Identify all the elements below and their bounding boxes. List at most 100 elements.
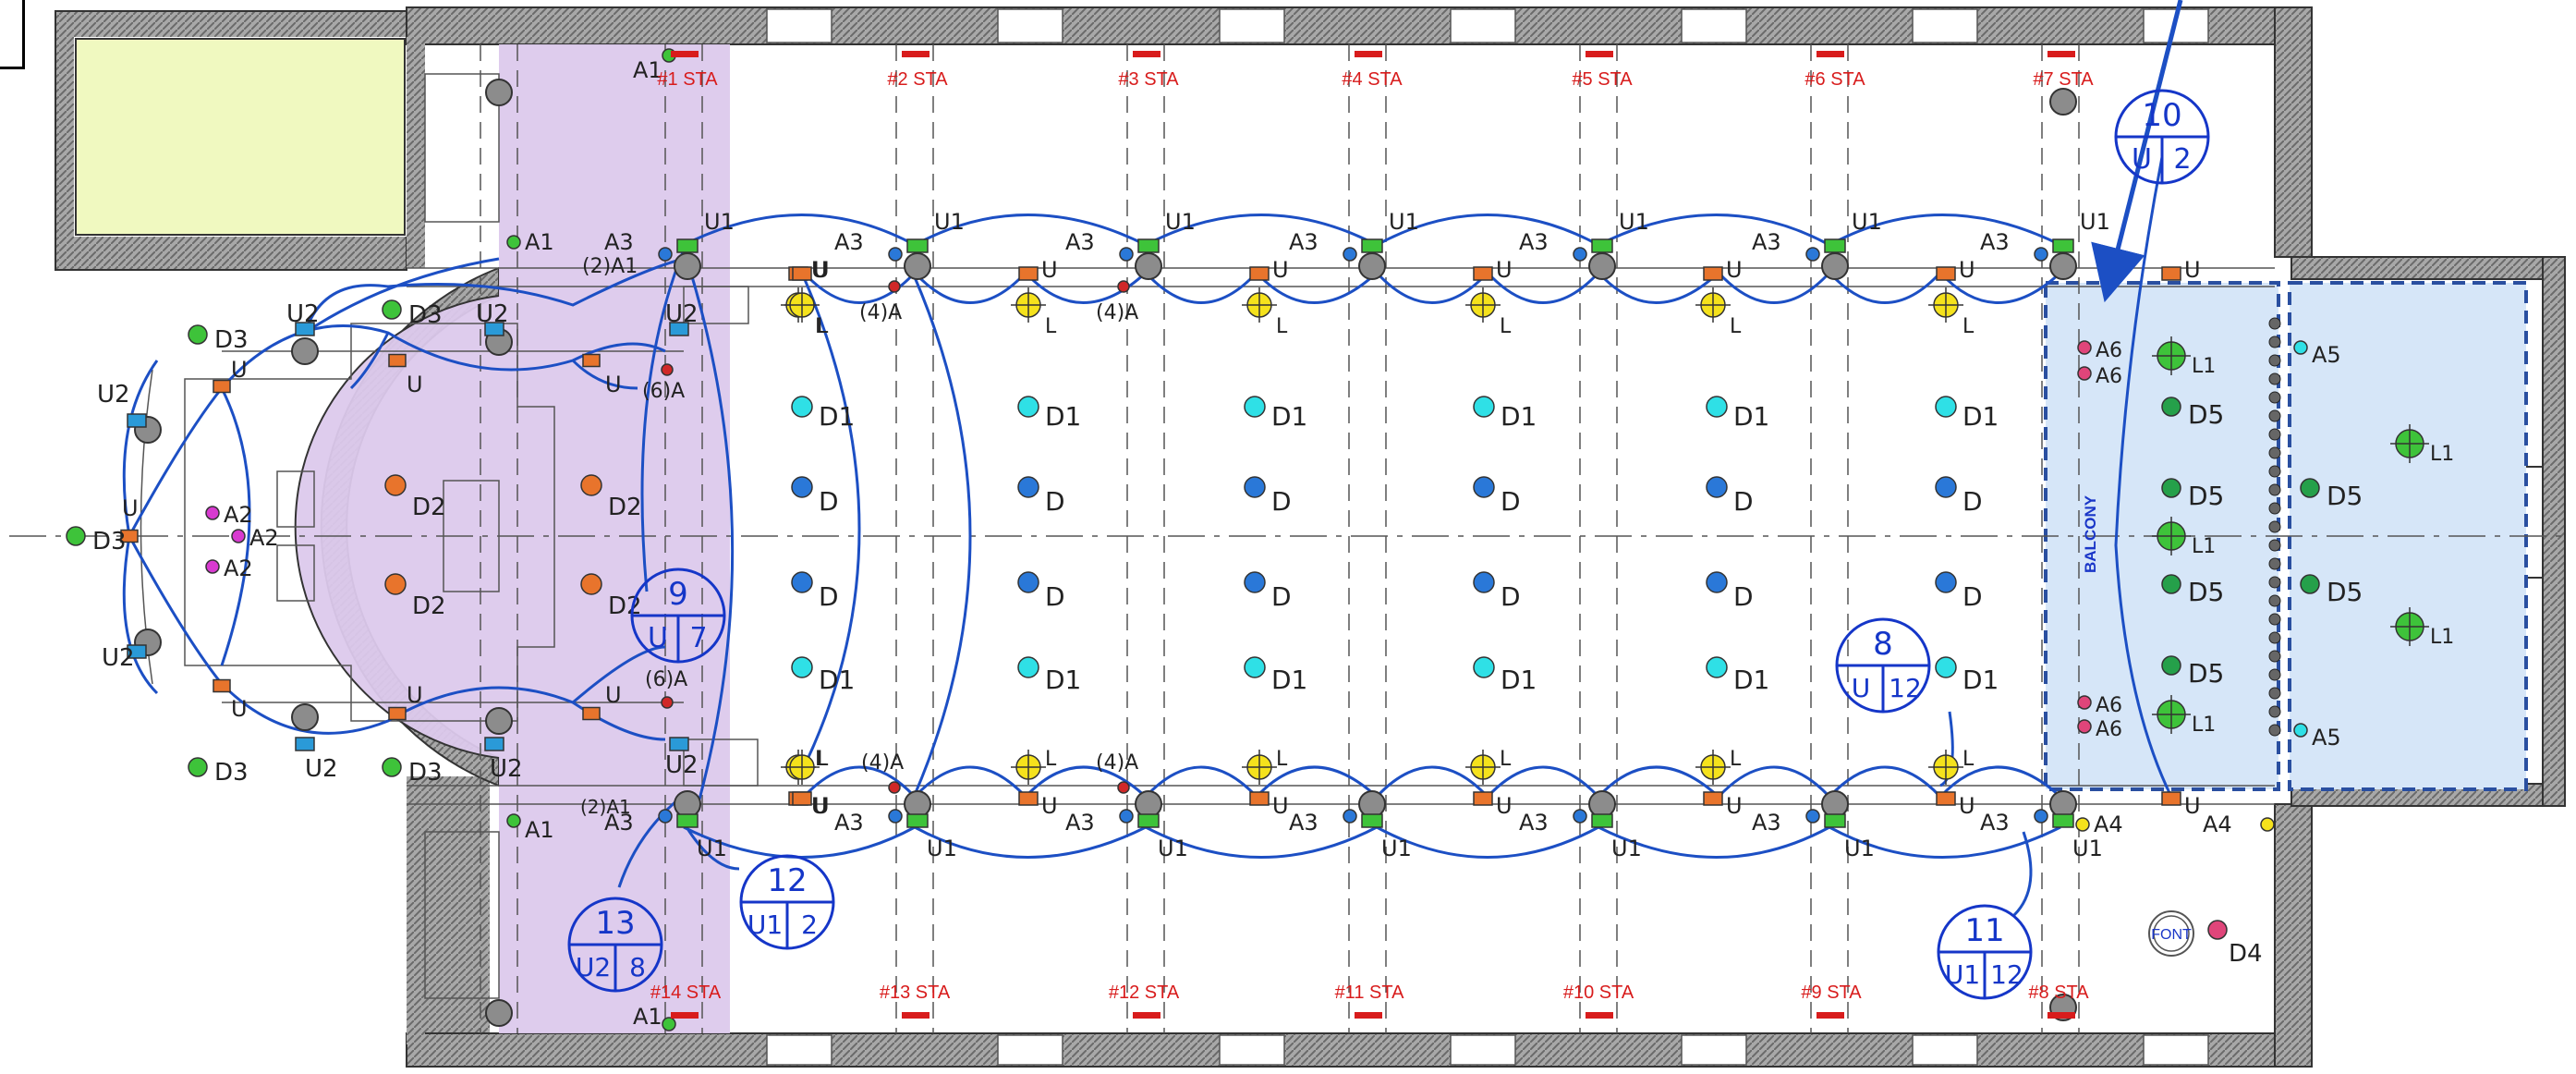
- a-fixture: [1117, 280, 1130, 293]
- a3-fixture: [1805, 247, 1820, 262]
- d-fixture: [1244, 476, 1266, 498]
- u1-box: [676, 238, 699, 253]
- u-box: [2161, 266, 2181, 281]
- circuit-tag-13-right: 8: [629, 952, 646, 982]
- fixture-label: A3: [1065, 229, 1095, 255]
- l-fixture: [1011, 287, 1046, 323]
- fixture-label: U: [1272, 257, 1289, 283]
- fixture-label: (2)A1: [580, 796, 631, 818]
- column: [674, 252, 701, 280]
- u-box: [213, 678, 231, 693]
- a3-fixture: [888, 247, 903, 262]
- rail-post: [2268, 428, 2281, 441]
- circuit-tag-13-left: U2: [576, 952, 611, 982]
- station-label-bottom-10: #10 STA: [1563, 982, 1634, 1003]
- rail-post: [2268, 539, 2281, 552]
- circuit-tag-11-left: U1: [1945, 959, 1980, 990]
- a3-fixture: [1573, 809, 1587, 824]
- fixture-label: U2: [102, 644, 135, 672]
- station-label-bottom-12: #12 STA: [1109, 982, 1180, 1003]
- d5-fixture: [2161, 478, 2181, 498]
- a5-fixture: [2293, 340, 2308, 355]
- rail-post: [2268, 557, 2281, 570]
- fixture-label: L: [817, 315, 829, 338]
- fixture-label: U: [2184, 793, 2201, 819]
- circuit-tag-9-left: U: [648, 622, 668, 654]
- fixture-label: D3: [92, 528, 127, 555]
- a6-fixture: [2077, 695, 2092, 710]
- stations-bottom: #14 STA #13 STA #12 STA #11 STA #10 STA …: [650, 982, 2089, 1019]
- l-fixture: [1011, 750, 1046, 785]
- fixture-label: A1: [633, 1004, 662, 1030]
- u-box: [1703, 791, 1723, 806]
- d-fixture: [1935, 571, 1957, 593]
- u-box: [2161, 791, 2181, 806]
- fixture-label: D1: [819, 665, 855, 695]
- d-fixture: [1706, 476, 1728, 498]
- fixture-label: A6: [2096, 339, 2122, 362]
- fixture-label: U2: [97, 381, 130, 409]
- fixture-label: D2: [412, 592, 446, 620]
- station-label-bottom-11: #11 STA: [1335, 982, 1405, 1003]
- u1-box: [906, 238, 929, 253]
- fixture-label: D1: [1045, 401, 1081, 432]
- circuit-tag-11: 11 U1 12: [1937, 904, 2033, 1000]
- fixture-label: U: [2184, 257, 2201, 283]
- u1-box: [1591, 813, 1613, 828]
- column: [2049, 88, 2077, 116]
- fixture-label: L1: [2430, 443, 2454, 466]
- u1-box: [2052, 813, 2074, 828]
- station-label-bottom-8: #8 STA: [2028, 982, 2089, 1003]
- circuit-tag-13: 13 U2 8: [567, 897, 663, 993]
- column: [2049, 790, 2077, 818]
- d2-fixture: [580, 573, 602, 595]
- fixture-label: A1: [525, 229, 554, 255]
- fixture-label: A4: [2094, 812, 2123, 837]
- station-label-bottom-9: #9 STA: [1801, 982, 1862, 1003]
- d-fixture: [1706, 571, 1728, 593]
- a6-fixture: [2077, 340, 2092, 355]
- fixture-label: L: [1045, 748, 1057, 771]
- l-fixture: [1928, 750, 1963, 785]
- u-box: [792, 266, 812, 281]
- rail-post: [2268, 317, 2281, 330]
- u2-box: [295, 737, 315, 751]
- fixture-label: A3: [1980, 810, 2010, 836]
- fixture-label: D: [1045, 486, 1065, 517]
- d5-fixture: [2300, 478, 2320, 498]
- rail-post: [2268, 409, 2281, 422]
- fixture-label: D1: [1733, 665, 1769, 695]
- fixture-label: U: [1272, 793, 1289, 819]
- fixture-label: L: [815, 315, 827, 338]
- station-label-top-3: #3 STA: [1118, 69, 1179, 90]
- rail-post: [2268, 483, 2281, 496]
- fixture-label: A2: [224, 555, 253, 581]
- rail-post: [2268, 336, 2281, 348]
- circuit-tag-13-number: 13: [595, 905, 635, 942]
- station-label-bottom-14: #14 STA: [650, 982, 722, 1003]
- fixture-label: U: [1726, 257, 1743, 283]
- grid-lines: [9, 44, 2565, 1033]
- u1-box: [906, 813, 929, 828]
- fixture-label: A3: [834, 810, 864, 836]
- a1-fixture: [662, 1017, 676, 1031]
- u1-box: [676, 813, 699, 828]
- fixture-label: D: [1962, 486, 1983, 517]
- l-fixture: [1695, 287, 1731, 323]
- column: [904, 252, 931, 280]
- fixture-label: D: [1271, 581, 1292, 612]
- a2-fixture: [231, 529, 246, 543]
- fixture-label: L: [1962, 315, 1975, 338]
- fixture-label: D: [1733, 581, 1754, 612]
- d1-fixture: [1935, 656, 1957, 678]
- fixture-label: D1: [1045, 665, 1081, 695]
- station-label-bottom-13: #13 STA: [880, 982, 951, 1003]
- d3-fixture: [382, 299, 402, 320]
- d5-fixture: [2161, 655, 2181, 676]
- fixture-label: A2: [249, 525, 279, 551]
- fixture-label: D1: [1962, 665, 1999, 695]
- fixture-label: A3: [604, 810, 634, 836]
- fixture-label: (4)A: [1096, 751, 1138, 775]
- u-box: [582, 706, 601, 721]
- d-fixture: [1017, 476, 1039, 498]
